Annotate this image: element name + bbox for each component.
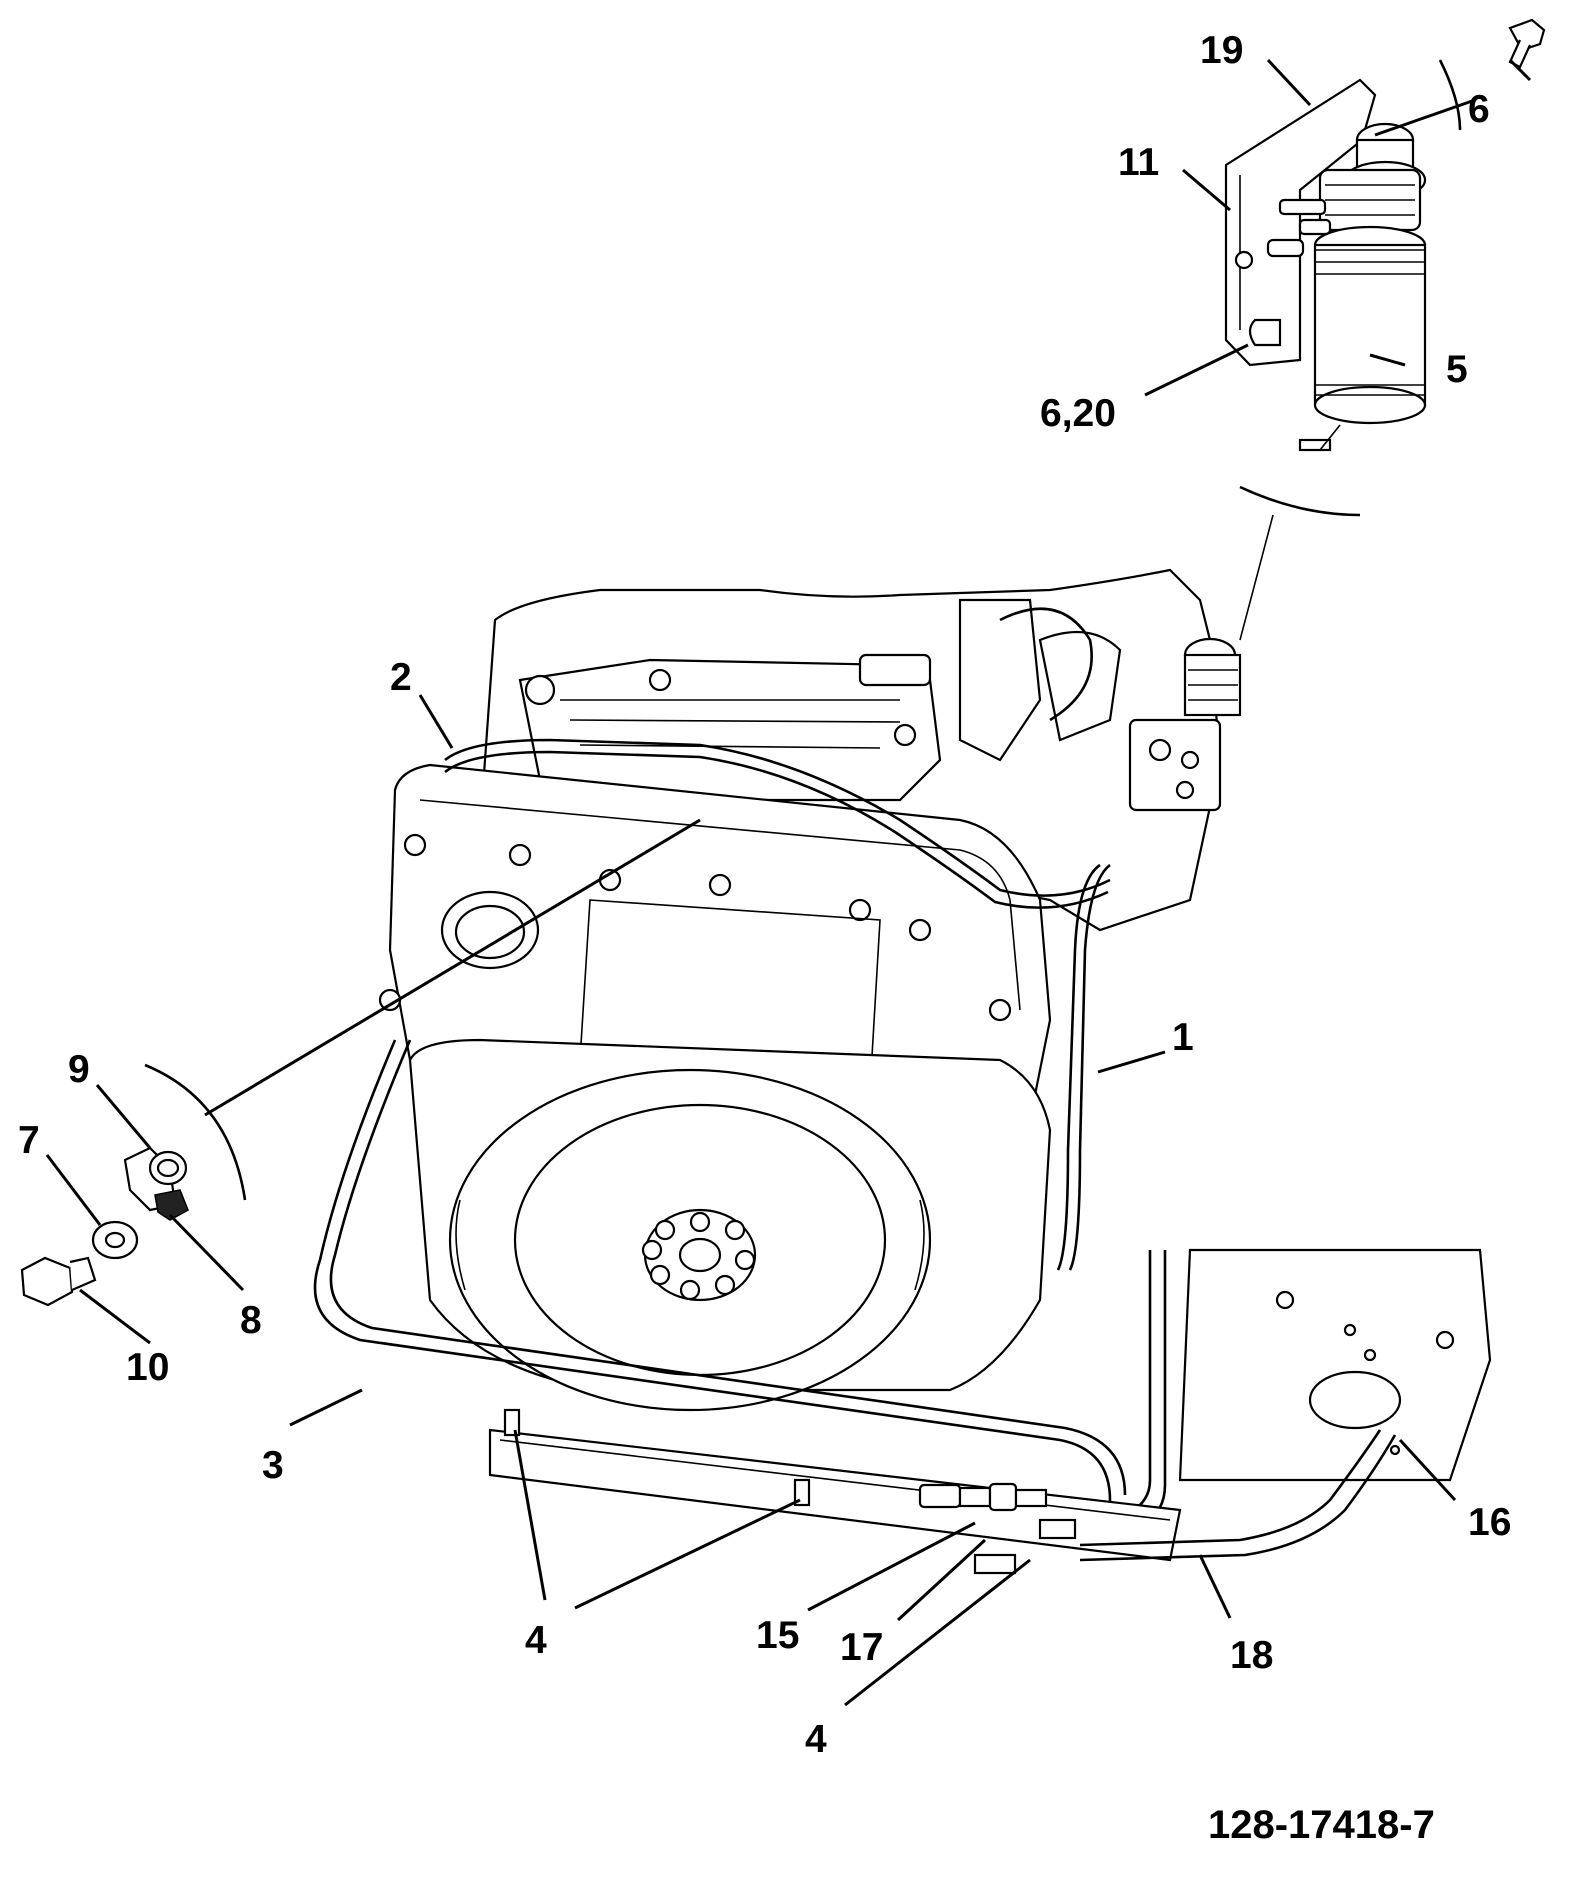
callout-6: 6: [1468, 88, 1490, 131]
fuel-line-3: [313, 1039, 1127, 1510]
callout-8: 8: [240, 1299, 262, 1342]
callout-19: 19: [1200, 29, 1243, 72]
flywheel-bolts: [641, 1211, 756, 1301]
connector-cluster: [918, 1482, 1077, 1575]
drawing-number: 128-17418-7: [1208, 1803, 1435, 1847]
fuel-filter-assembly: [1224, 78, 1427, 452]
break-arc-filter-bottom: [1239, 485, 1361, 517]
callout-17: 17: [840, 1626, 883, 1669]
leader-lines: [45, 58, 1532, 1707]
engine-block: [378, 568, 1242, 1412]
break-arc-left: [144, 1063, 247, 1201]
callout-15: 15: [756, 1614, 799, 1657]
break-arc-top-right: [1438, 59, 1462, 131]
callout-4-lower: 4: [805, 1718, 827, 1761]
mounting-plate: [1178, 1248, 1492, 1482]
bolt-10: [20, 1256, 97, 1307]
callout-3: 3: [262, 1444, 284, 1487]
fuel-line-1: [1056, 863, 1111, 1271]
callout-9: 9: [68, 1048, 90, 1091]
callout-6-20: 6,20: [1040, 392, 1116, 435]
callout-10: 10: [126, 1346, 169, 1389]
callout-5: 5: [1446, 348, 1468, 391]
callout-2: 2: [390, 656, 412, 699]
engine-mounted-filter: [1128, 637, 1242, 812]
spacer-8: [154, 1189, 189, 1221]
lower-frame-rail: [488, 1428, 1182, 1562]
callout-16: 16: [1468, 1501, 1511, 1544]
callout-18: 18: [1230, 1634, 1273, 1677]
callout-4-left: 4: [525, 1619, 547, 1662]
clamp-4-center: [793, 1478, 811, 1507]
callout-11: 11: [1118, 141, 1159, 184]
hose-18: [1079, 1429, 1397, 1562]
bolt-6-icon: [1508, 18, 1546, 69]
detail-leader-line: [204, 818, 701, 1117]
filter-connection-line: [1239, 514, 1274, 641]
callout-1: 1: [1172, 1016, 1194, 1059]
clamp-4-left: [503, 1408, 521, 1437]
washer-7: [91, 1220, 139, 1260]
fuel-line-2: [444, 738, 1111, 909]
callout-7: 7: [18, 1119, 40, 1162]
